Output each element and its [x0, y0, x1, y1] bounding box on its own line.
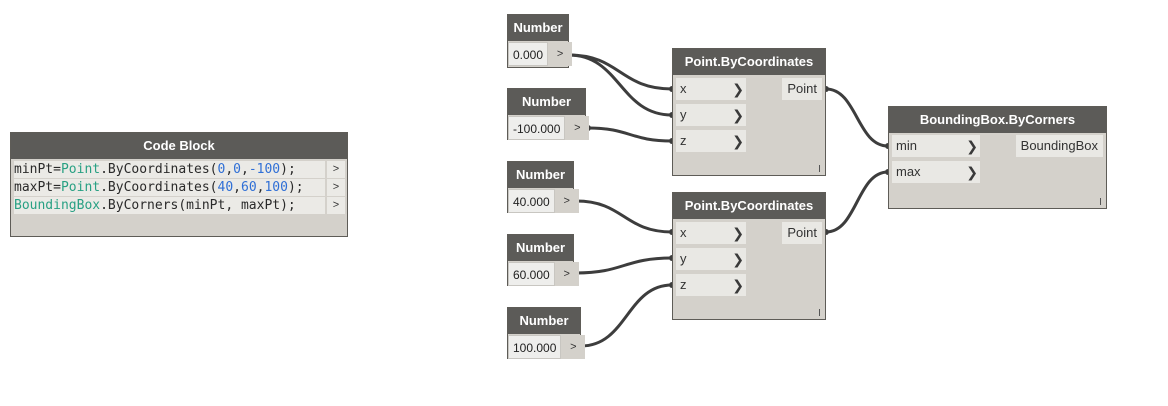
lacing-indicator: [819, 165, 820, 172]
port-label: max: [896, 164, 921, 179]
wire-point1-min: [824, 87, 890, 148]
port-label: y: [680, 107, 687, 122]
code-token-number: 40: [217, 180, 234, 195]
code-token: .ByCoordinates(: [100, 180, 218, 195]
code-token-number: 60: [241, 180, 257, 195]
number-value-input[interactable]: 100.000: [508, 335, 562, 359]
input-port-y[interactable]: y❯: [676, 104, 746, 126]
code-token-class: BoundingBox: [14, 198, 101, 213]
number-node-5[interactable]: Number 100.000 >: [507, 307, 586, 359]
code-line-3-output[interactable]: >: [327, 197, 345, 214]
lacing-indicator: [1100, 198, 1101, 205]
chevron-right-icon: ❯: [966, 164, 978, 180]
chevron-right-icon: ❯: [732, 225, 744, 241]
wire-number0-y1: [567, 53, 674, 117]
number-node-title: Number: [508, 235, 573, 261]
code-token: );: [280, 162, 296, 177]
code-line-1[interactable]: minPt=Point.ByCoordinates(0,0,-100);: [14, 161, 325, 178]
chevron-right-icon: ❯: [732, 133, 744, 149]
point-bycoordinates-node-1[interactable]: Point.ByCoordinates x❯ y❯ z❯ Point: [672, 48, 826, 176]
greater-than-icon[interactable]: >: [554, 262, 579, 286]
code-token: );: [287, 180, 304, 195]
code-line-2[interactable]: maxPt=Point.ByCoordinates(40,60,100);: [14, 179, 325, 196]
wire-number2-x2: [574, 199, 674, 234]
number-node-4[interactable]: Number 60.000 >: [507, 234, 579, 286]
code-block-title: Code Block: [11, 133, 347, 159]
port-label: min: [896, 138, 917, 153]
code-token: ,: [233, 180, 241, 195]
code-token: minPt=: [14, 162, 61, 177]
wire-number4-z2: [579, 283, 674, 348]
input-port-x[interactable]: x❯: [676, 78, 746, 100]
node-title: BoundingBox.ByCorners: [889, 107, 1106, 133]
code-token: ,: [241, 162, 249, 177]
point-bycoordinates-node-2[interactable]: Point.ByCoordinates x❯ y❯ z❯ Point: [672, 192, 826, 320]
code-line-1-output[interactable]: >: [327, 161, 345, 178]
input-port-x[interactable]: x❯: [676, 222, 746, 244]
greater-than-icon[interactable]: >: [561, 335, 586, 359]
code-token-number: 100: [264, 180, 288, 195]
code-token: ,: [256, 180, 265, 195]
number-value-input[interactable]: 60.000: [508, 262, 555, 286]
number-node-1[interactable]: Number 0.000 >: [507, 14, 573, 68]
code-token-class: Point: [60, 162, 101, 177]
port-label: y: [680, 251, 687, 266]
wire-number1-z1: [586, 126, 674, 143]
code-token-number: -100: [248, 162, 281, 177]
code-token: maxPt=: [14, 180, 61, 195]
number-node-title: Number: [508, 162, 573, 188]
input-port-z[interactable]: z❯: [676, 274, 746, 296]
code-line-2-output[interactable]: >: [327, 179, 345, 196]
port-label: x: [680, 81, 687, 96]
number-node-3[interactable]: Number 40.000 >: [507, 161, 579, 213]
port-label: z: [680, 277, 687, 292]
code-token: .ByCorners(minPt, maxPt);: [100, 198, 296, 213]
number-value-input[interactable]: 0.000: [508, 42, 549, 66]
number-node-title: Number: [508, 89, 585, 115]
output-port-boundingbox[interactable]: BoundingBox: [1015, 135, 1103, 157]
chevron-right-icon: ❯: [966, 138, 978, 154]
code-token-class: Point: [60, 180, 101, 195]
node-title: Point.ByCoordinates: [673, 193, 825, 219]
code-token-number: 0: [233, 162, 241, 177]
code-token: .ByCoordinates(: [100, 162, 218, 177]
wire-point2-max: [824, 170, 890, 234]
output-port-point[interactable]: Point: [782, 222, 822, 244]
code-line-3[interactable]: BoundingBox.ByCorners(minPt, maxPt);: [14, 197, 325, 214]
chevron-right-icon: ❯: [732, 251, 744, 267]
number-value-input[interactable]: 40.000: [508, 189, 555, 213]
chevron-right-icon: ❯: [732, 277, 744, 293]
number-node-2[interactable]: Number -100.000 >: [507, 88, 590, 140]
number-node-title: Number: [508, 308, 580, 334]
output-port-point[interactable]: Point: [782, 78, 822, 100]
port-label: x: [680, 225, 687, 240]
lacing-indicator: [819, 309, 820, 316]
input-port-max[interactable]: max ❯: [892, 161, 980, 183]
number-node-title: Number: [508, 15, 568, 41]
code-token-number: 0: [217, 162, 226, 177]
port-label: z: [680, 133, 687, 148]
chevron-right-icon: ❯: [732, 81, 744, 97]
greater-than-icon[interactable]: >: [548, 42, 573, 66]
boundingbox-bycorners-node[interactable]: BoundingBox.ByCorners min ❯ max ❯ Bounding…: [888, 106, 1107, 209]
chevron-right-icon: ❯: [732, 107, 744, 123]
input-port-min[interactable]: min ❯: [892, 135, 980, 157]
input-port-y[interactable]: y❯: [676, 248, 746, 270]
wire-number3-y2: [574, 256, 674, 275]
greater-than-icon[interactable]: >: [565, 116, 590, 140]
code-token: ,: [225, 162, 234, 177]
input-port-z[interactable]: z❯: [676, 130, 746, 152]
node-title: Point.ByCoordinates: [673, 49, 825, 75]
greater-than-icon[interactable]: >: [554, 189, 579, 213]
number-value-input[interactable]: -100.000: [508, 116, 566, 140]
code-block-node[interactable]: Code Block minPt=Point.ByCoordinates(0,0…: [10, 132, 348, 237]
